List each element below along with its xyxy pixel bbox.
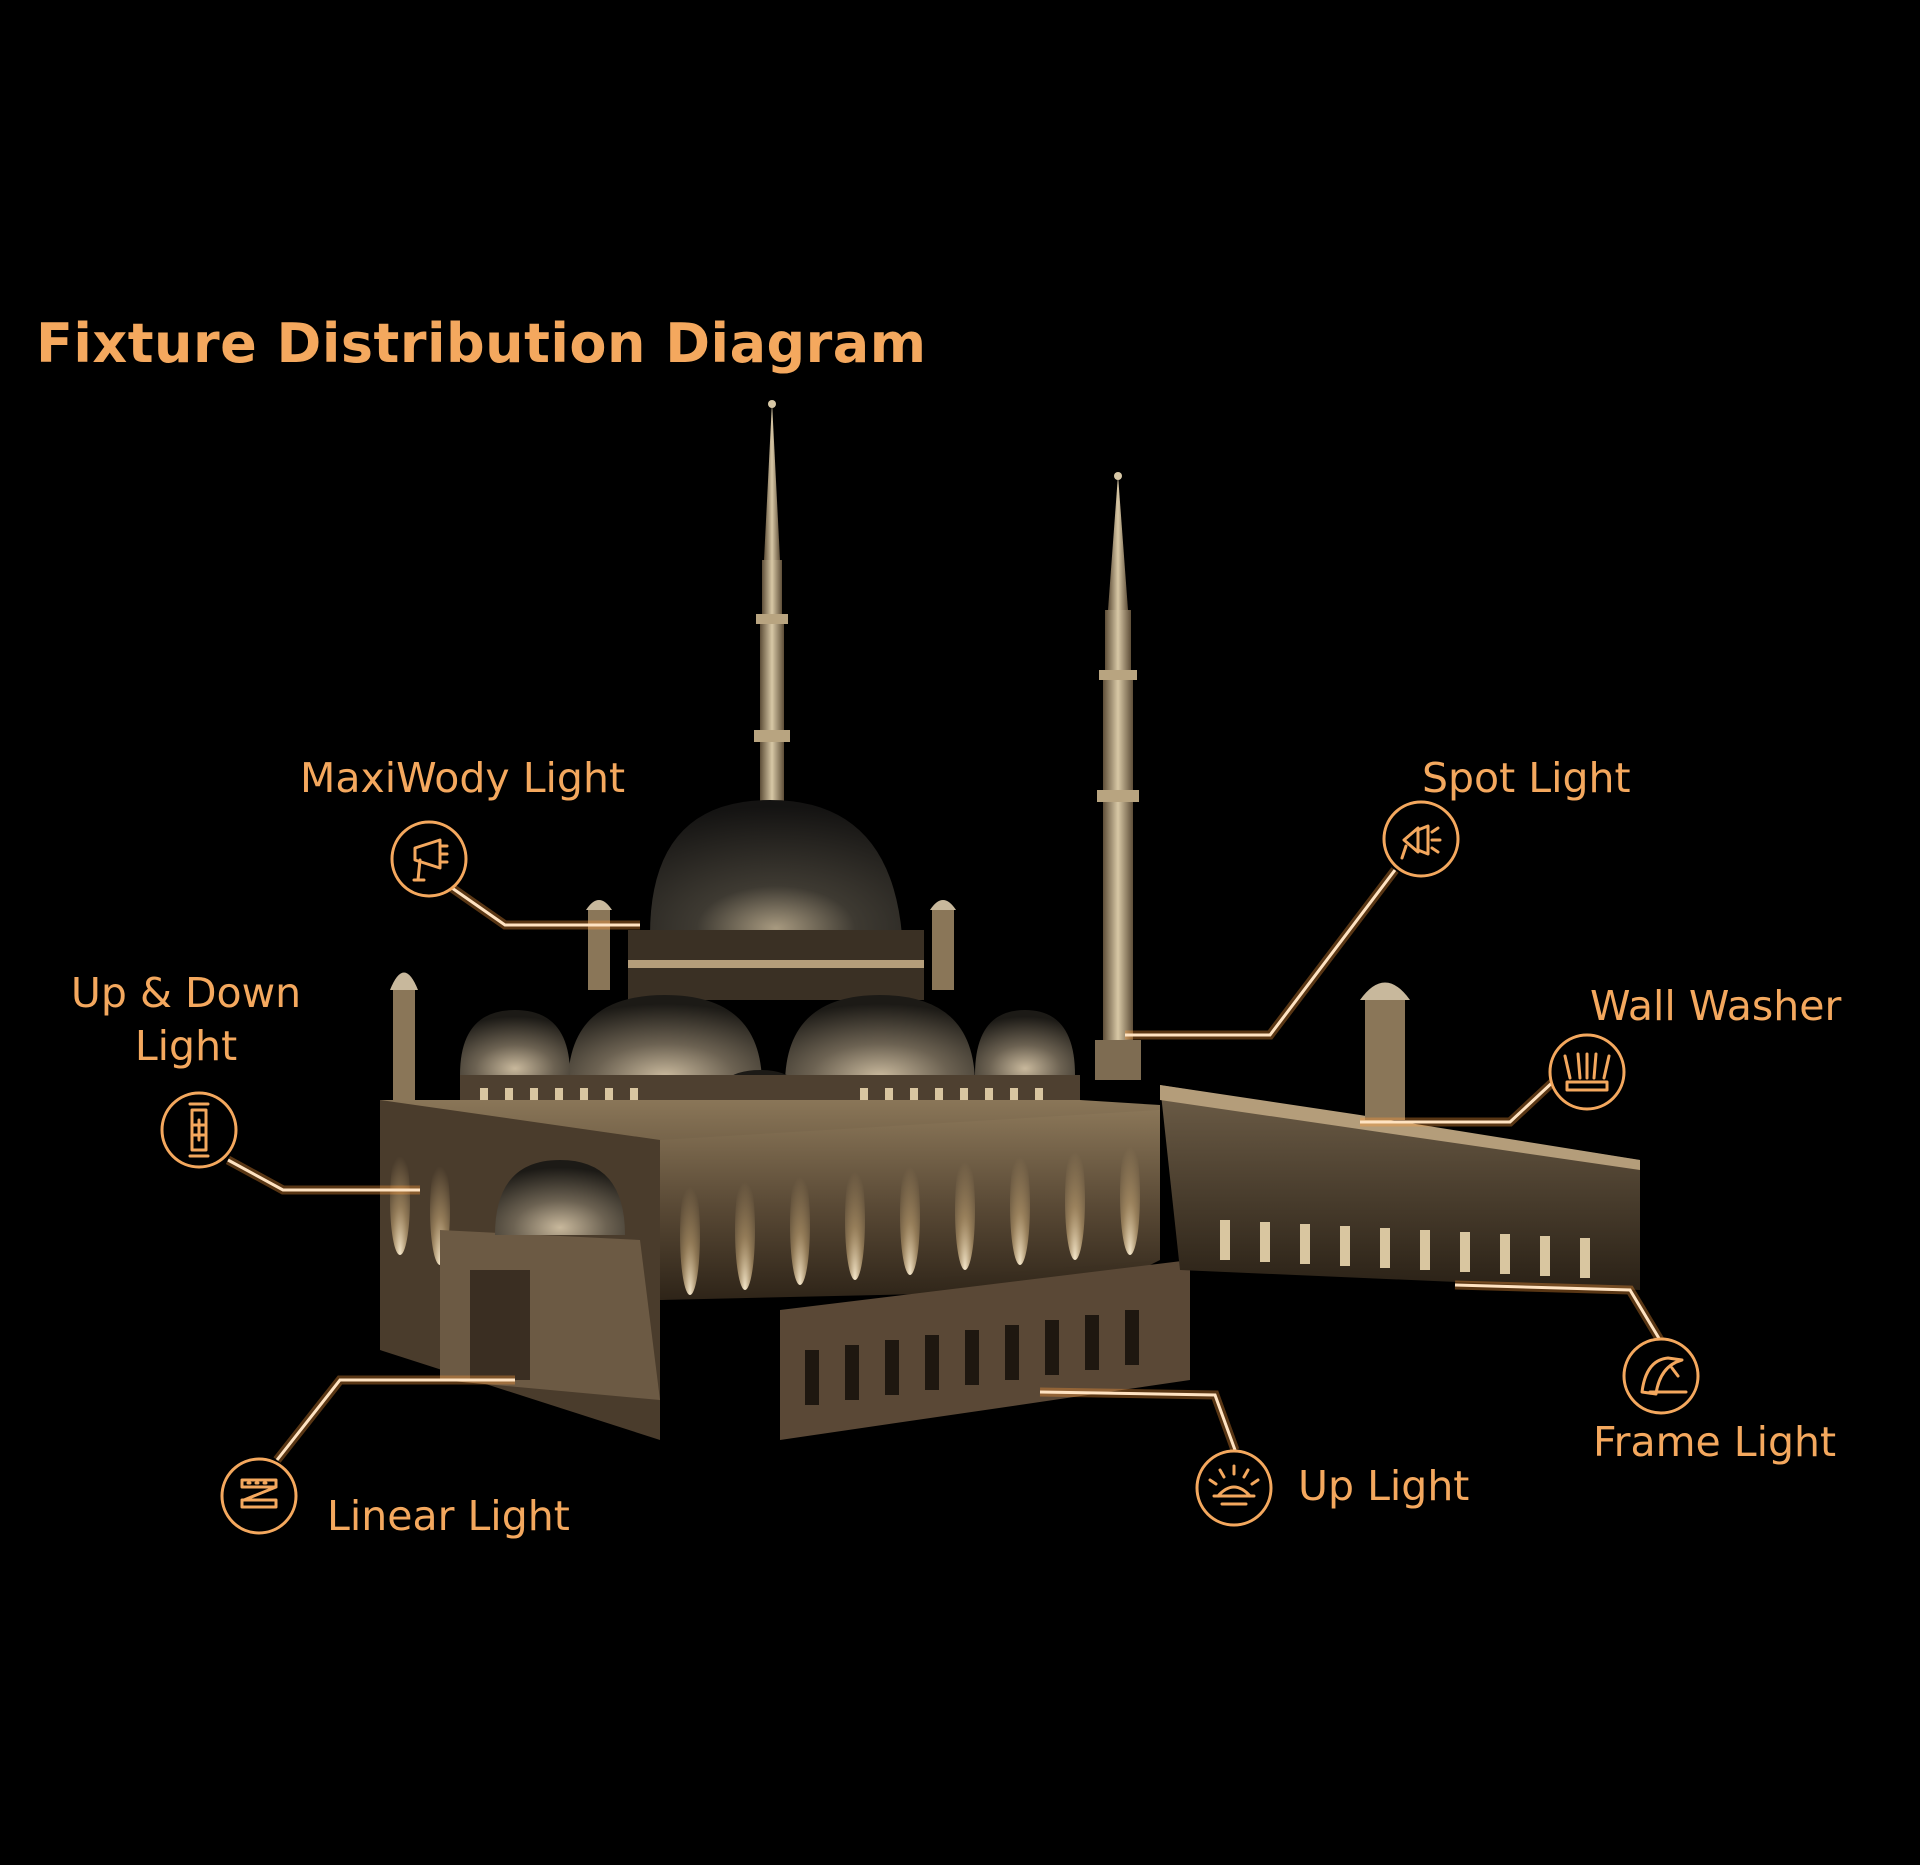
updown-label-line1: Up & Down [70, 969, 302, 1017]
frame-light-icon [1622, 1337, 1700, 1415]
frame-leader-line [1454, 1283, 1662, 1341]
left-minaret [754, 400, 790, 802]
updown-leader-line [227, 1158, 420, 1192]
maxiwody-label: MaxiWody Light [300, 754, 626, 802]
wall-washer-icon [1548, 1033, 1626, 1111]
linear-label: Linear Light [327, 1492, 570, 1540]
courtyard-wing [1160, 1085, 1640, 1290]
updown-label-line2: Light [134, 1022, 238, 1071]
diagram-title: Fixture Distribution Diagram [36, 312, 927, 375]
spot-label: Spot Light [1422, 754, 1631, 802]
wallwasher-label: Wall Washer [1590, 982, 1842, 1030]
up-leader-line [1039, 1390, 1237, 1451]
spot-leader-line [1125, 869, 1397, 1037]
maxiwody-leader-line [451, 886, 640, 927]
wallwasher-leader-line [1360, 1078, 1557, 1124]
floodlight-icon [390, 820, 468, 898]
up-light-icon [1195, 1449, 1273, 1527]
linear-light-icon [220, 1457, 298, 1535]
main-dome [650, 800, 902, 935]
up-down-light-icon [160, 1091, 238, 1169]
right-minaret [1095, 472, 1141, 1080]
linear-leader-line [275, 1378, 515, 1461]
up-label: Up Light [1298, 1462, 1470, 1510]
spotlight-icon [1382, 800, 1460, 878]
frame-label: Frame Light [1593, 1418, 1837, 1466]
updown-label: Up & Down Light [58, 967, 314, 1074]
